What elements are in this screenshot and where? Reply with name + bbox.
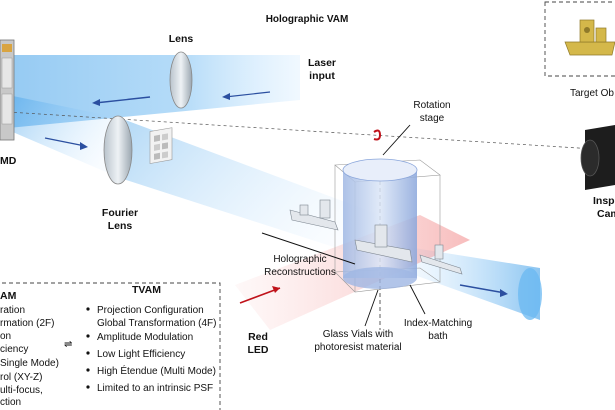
holo-leader (261, 232, 356, 265)
beam-arrow-1-head (92, 99, 100, 106)
comparison-left-list: ration rmation (2F) on ciency Single Mod… (0, 305, 59, 408)
fourier-label-line1: Fourier (102, 207, 138, 219)
left-item: Single Mode) (0, 358, 59, 369)
right-item: High Étendue (Multi Mode) (97, 364, 216, 377)
target-label: Target Ob (570, 88, 614, 99)
left-item: on (0, 331, 11, 342)
red-led-label-line1: Red (248, 331, 268, 343)
comparison-left-title: AM (0, 290, 17, 302)
fourier-label-line2: Lens (108, 220, 133, 232)
rotation-label-line2: stage (420, 113, 445, 124)
index-leader (409, 284, 426, 315)
lens (169, 51, 193, 109)
laser-label-line2: input (309, 70, 335, 82)
right-item: Amplitude Modulation (97, 332, 193, 343)
beam-arrow-1 (94, 96, 151, 104)
rotation-arrow-icon (373, 129, 382, 141)
right-item: Projection Configuration (97, 305, 204, 316)
beam-arrow-3-head (500, 289, 508, 297)
glass-label-line1: Glass Vials with (323, 329, 393, 340)
comparison-box (0, 282, 221, 410)
dmd-beam (8, 95, 120, 178)
comparison-right-list: Projection Configuration Global Transfor… (86, 305, 217, 394)
fourier-lens (103, 115, 133, 185)
beam-arrow-3 (459, 284, 506, 294)
red-led-arrow (239, 287, 281, 304)
camera-label-line1: Insp (593, 195, 615, 207)
target-object-box (544, 1, 615, 77)
rotation-leader (382, 124, 411, 156)
dmd-label: MD (0, 155, 17, 167)
right-item: Global Transformation (4F) (97, 318, 217, 329)
holo-label-line2: Reconstructions (264, 267, 336, 278)
laser-label-line1: Laser (308, 57, 336, 69)
left-item: ulti-focus, (0, 385, 43, 396)
right-item: Low Light Efficiency (97, 349, 185, 360)
holographic-reconstructions (289, 199, 463, 275)
beam-arrow-4-head (222, 93, 230, 100)
output-lens (518, 268, 542, 320)
holo-label-line1: Holographic (273, 254, 326, 265)
beam-arrow-2-head (80, 142, 88, 150)
projection-beam (120, 118, 380, 262)
laser-beam (8, 55, 300, 128)
left-item: ration (0, 305, 25, 316)
left-item: rol (XY-Z) (0, 372, 42, 383)
comparison-right-title: TVAM (132, 284, 161, 296)
right-item: Limited to an intrinsic PSF (97, 383, 213, 394)
beam-arrow-2 (44, 137, 86, 147)
diagram-title: Holographic VAM (266, 14, 349, 25)
inspection-camera-icon (580, 125, 615, 190)
target-boat-icon (564, 19, 615, 56)
left-item: rmation (2F) (0, 318, 54, 329)
glass-label-line2: photoresist material (314, 342, 401, 353)
left-item: ction (0, 397, 21, 408)
camera-label-line2: Cam (597, 208, 615, 220)
index-label-line2: bath (428, 331, 447, 342)
optical-axis (7, 111, 611, 151)
red-led-arrowhead (272, 286, 280, 293)
left-item: ciency (0, 344, 28, 355)
glass-leader (364, 289, 379, 327)
lens-label: Lens (169, 33, 194, 45)
dmd-device (0, 39, 15, 141)
hologram-pattern-icon (149, 127, 173, 164)
rotation-label-line1: Rotation (413, 100, 450, 111)
exchange-icon: ⇌ (64, 339, 72, 350)
index-label-line1: Index-Matching (404, 318, 472, 329)
red-led-label-line2: LED (248, 344, 269, 356)
glass-vial (342, 158, 418, 289)
beam-arrow-4 (224, 91, 271, 98)
